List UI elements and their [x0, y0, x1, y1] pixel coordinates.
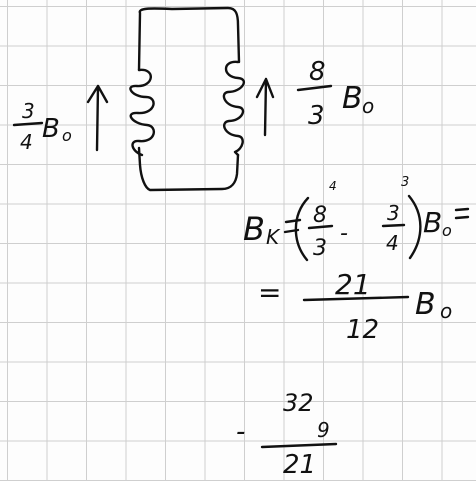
eq1-equals-sign — [283, 218, 302, 234]
eq1-a-numerator: 8 — [313, 203, 327, 228]
side-calc-minus: - — [236, 417, 245, 447]
right-field-numerator: 8 — [309, 57, 326, 87]
right-field-denominator: 3 — [308, 101, 325, 131]
equation-2: = 21 12 B o — [258, 268, 452, 345]
eq2-numerator: 21 — [335, 268, 371, 301]
side-calc-bottom: 21 — [283, 450, 316, 480]
side-calc-middle: 9 — [317, 418, 330, 442]
eq1-b-cancel-mark: 3 — [401, 175, 409, 190]
eq2-fraction-bar — [302, 295, 410, 302]
equation-1: B K 8 3 4 - 3 4 3 B o — [243, 175, 470, 262]
eq1-lhs-symbol: B — [243, 210, 265, 248]
eq2-equals: = — [258, 276, 281, 309]
right-field-subscript: o — [362, 94, 374, 118]
left-field-arrow-icon — [86, 84, 109, 152]
left-field-numerator: 3 — [22, 99, 35, 123]
eq2-symbol: B — [415, 287, 436, 322]
eq1-close-paren — [407, 194, 422, 260]
side-calc-rule — [260, 442, 338, 449]
right-field-label: 8 3 B o — [296, 57, 374, 131]
right-field-symbol: B — [342, 81, 363, 116]
left-field-symbol: B — [42, 114, 60, 144]
eq1-factor-symbol: B — [423, 206, 442, 239]
right-fraction-bar — [296, 84, 333, 92]
eq1-minus: - — [340, 221, 348, 246]
left-field-denominator: 4 — [20, 130, 33, 154]
eq2-denominator: 12 — [346, 315, 379, 345]
left-fraction-bar — [12, 121, 44, 127]
eq2-subscript: o — [440, 299, 452, 323]
eq1-b-denominator: 4 — [386, 231, 399, 255]
eq1-open-paren — [294, 196, 310, 262]
eq1-lhs-subscript: K — [266, 225, 281, 249]
left-field-subscript: o — [62, 126, 72, 145]
side-calculation: - 32 9 21 — [236, 389, 338, 480]
eq1-trailing-equals — [454, 207, 470, 220]
eq1-a-fraction-bar — [307, 224, 334, 230]
eq1-b-numerator: 3 — [387, 201, 400, 225]
eq1-a-cancel-mark: 4 — [329, 179, 337, 193]
eq1-a-denominator: 3 — [313, 236, 327, 261]
eq1-factor-subscript: o — [442, 221, 452, 240]
eq1-b-fraction-bar — [381, 223, 406, 228]
right-coil-icon — [222, 60, 245, 157]
left-field-label: 3 4 B o — [12, 99, 72, 154]
left-coil-icon — [129, 68, 155, 157]
circuit-loop — [137, 6, 241, 192]
side-calc-top: 32 — [283, 389, 314, 417]
right-field-arrow-icon — [255, 77, 275, 137]
